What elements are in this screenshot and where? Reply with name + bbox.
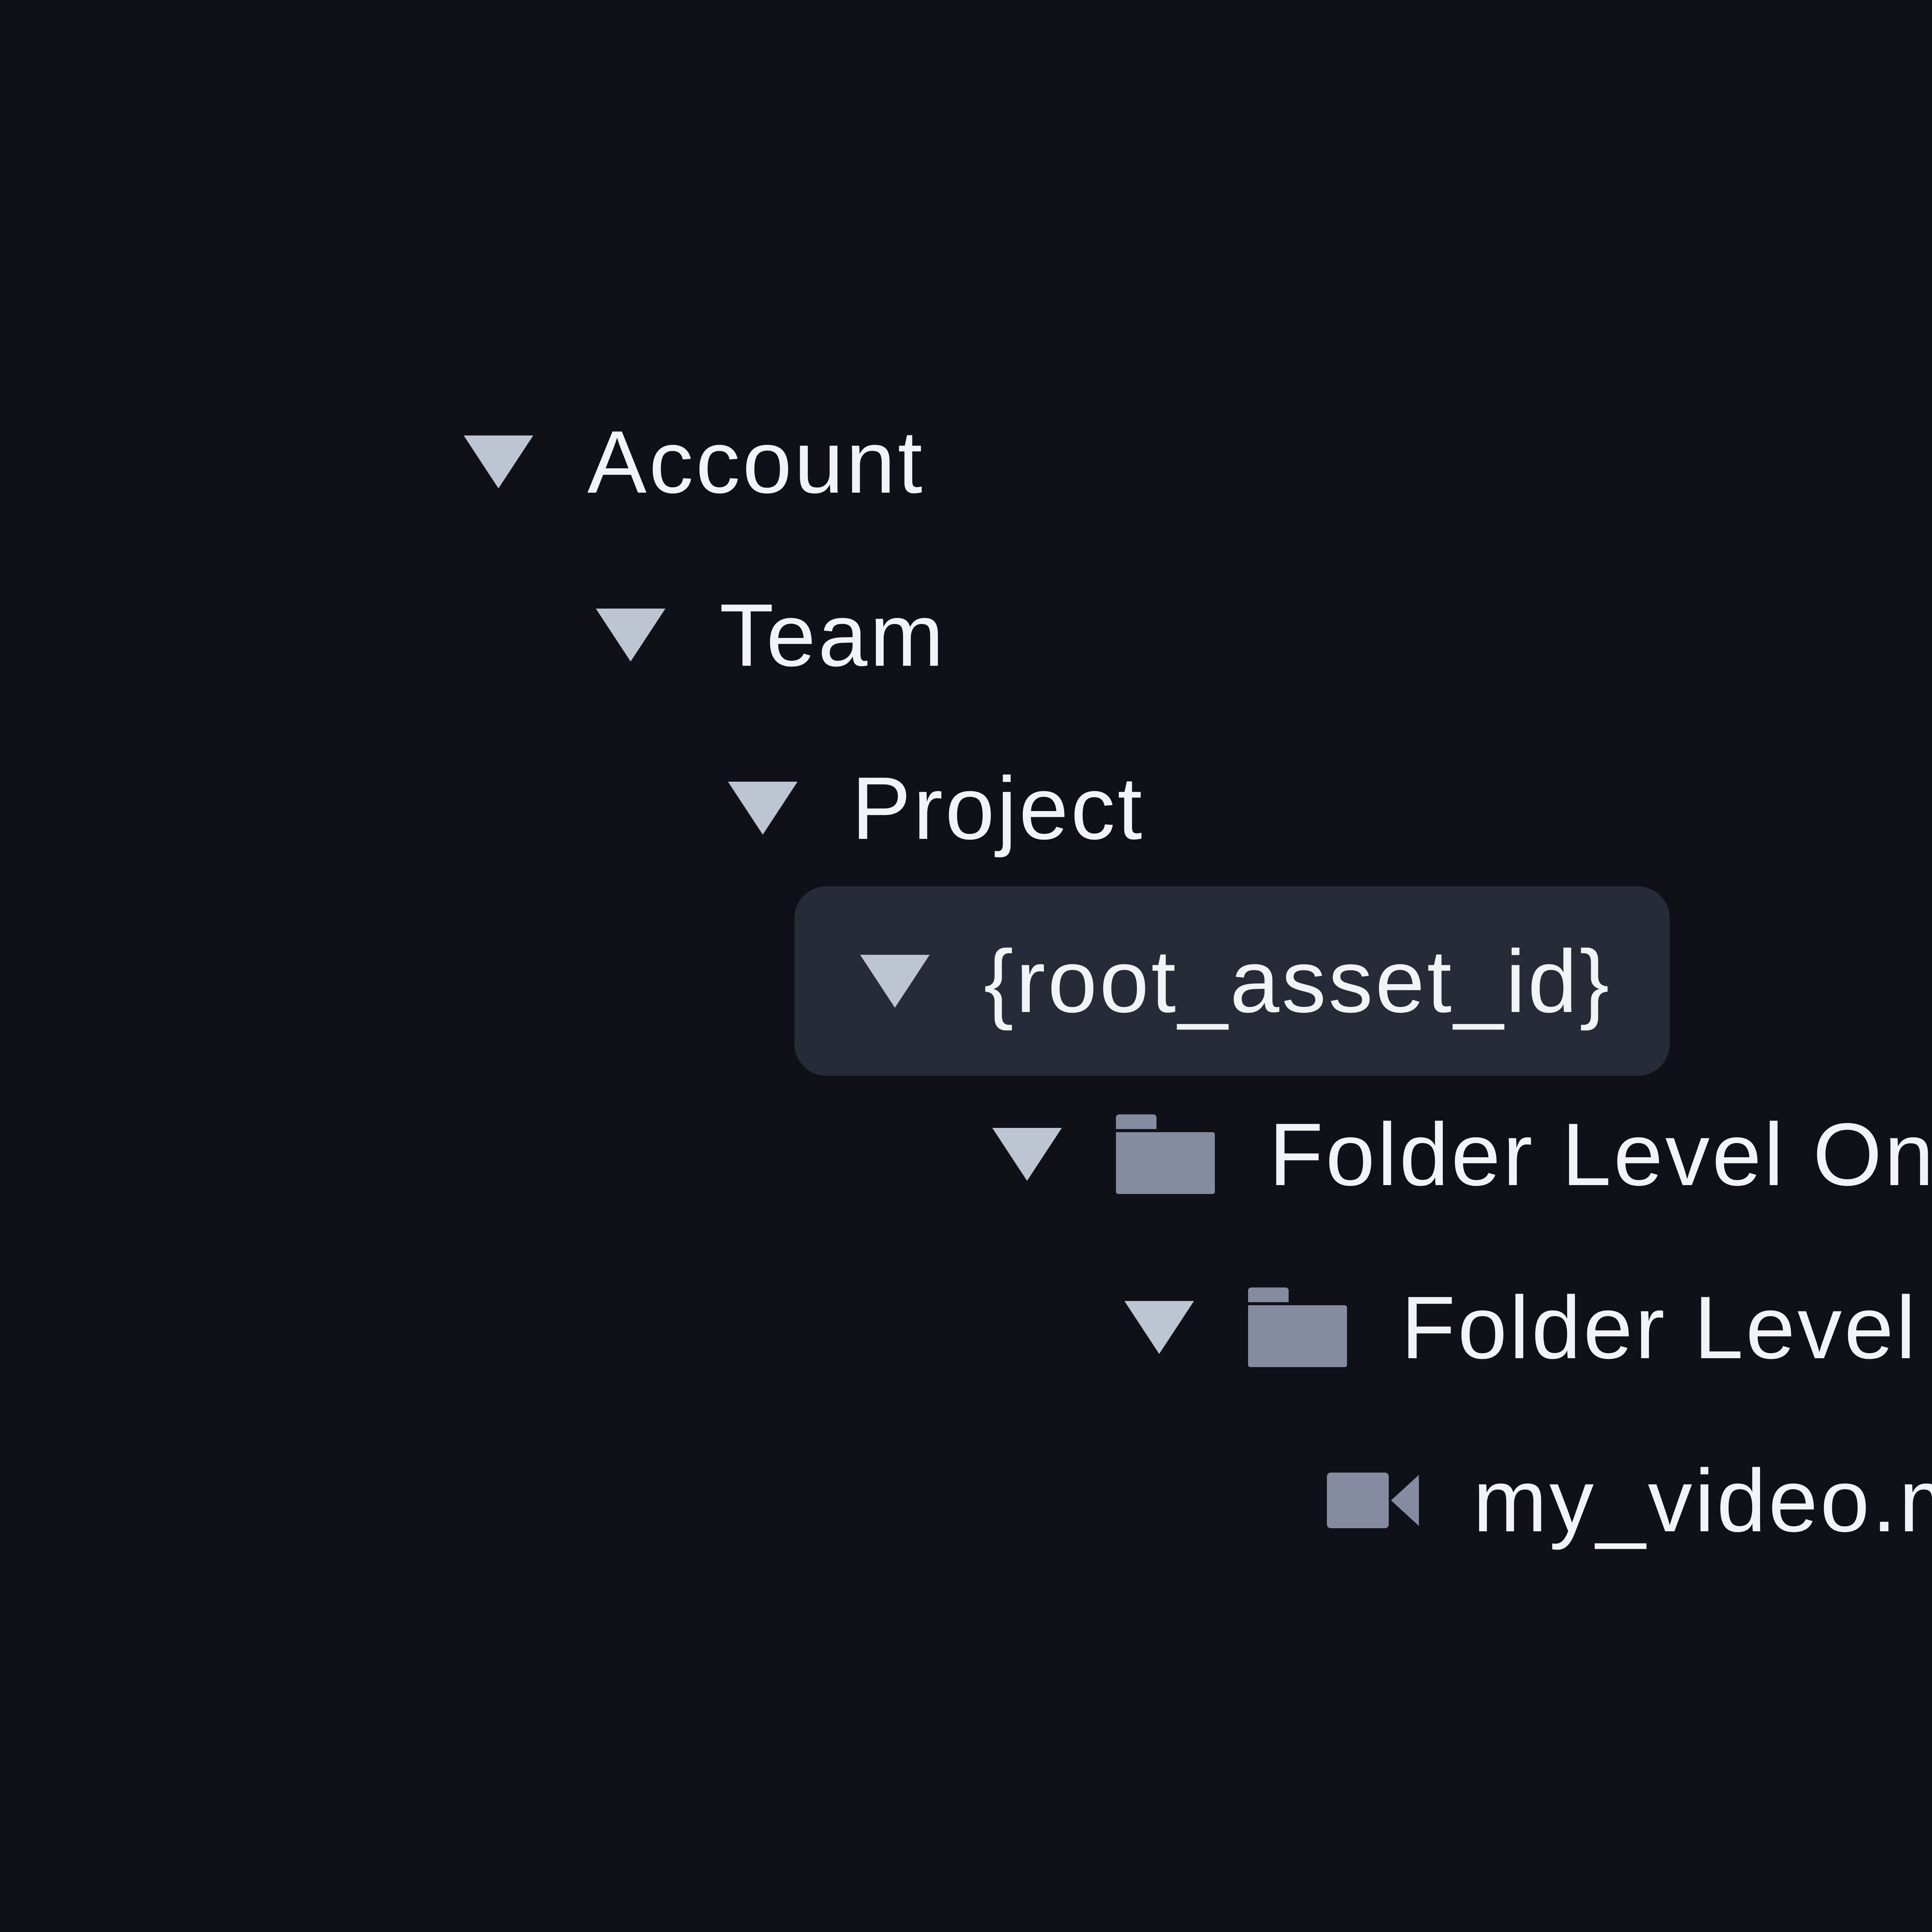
folder-tab [1248,1287,1289,1302]
tree-row-folder-level-two: Folder Level Two [0,1241,1932,1414]
tree-row-folder-level-one: Folder Level One [0,1068,1932,1241]
caret-down-icon[interactable] [860,954,930,1008]
tree-item-label: Folder Level Two [1401,1277,1932,1377]
caret-down-icon[interactable] [992,1128,1062,1181]
caret-down-icon[interactable] [464,435,533,488]
folder-icon [1248,1287,1347,1367]
tree-row-my-video-mov: my_video.mov [0,1414,1932,1587]
folder-body [1116,1132,1215,1194]
tree-item-label: my_video.mov [1473,1451,1932,1550]
video-camera-icon [1327,1471,1419,1529]
folder-tab [1116,1114,1156,1129]
tree-item-project[interactable]: Project [728,759,1145,857]
folder-icon [1116,1114,1215,1194]
tree-row-team: Team [0,548,1932,721]
video-camera-lens [1391,1475,1419,1526]
tree-row-account: Account [0,375,1932,548]
tree-item-root-asset-id[interactable]: {root_asset_id} [794,886,1670,1076]
tree-item-label: Folder Level One [1269,1104,1932,1204]
video-camera-body [1327,1473,1389,1528]
caret-down-icon[interactable] [1124,1301,1194,1354]
tree-item-label: Team [719,585,946,685]
tree-item-label: Project [852,758,1145,858]
tree-row-root-asset-id: {root_asset_id} [0,886,1932,1076]
tree-item-label: Account [587,412,925,512]
tree-item-folder-level-two[interactable]: Folder Level Two [1124,1279,1932,1376]
tree-item-label: {root_asset_id} [984,931,1612,1031]
folder-body [1248,1305,1347,1367]
caret-down-icon[interactable] [728,781,798,835]
tree-item-my-video-mov[interactable]: my_video.mov [1327,1452,1932,1549]
caret-down-icon[interactable] [596,608,665,662]
tree-item-team[interactable]: Team [596,586,946,684]
tree-item-folder-level-one[interactable]: Folder Level One [992,1105,1932,1203]
tree-item-account[interactable]: Account [464,413,925,511]
tree-row-project: Project [0,721,1932,895]
